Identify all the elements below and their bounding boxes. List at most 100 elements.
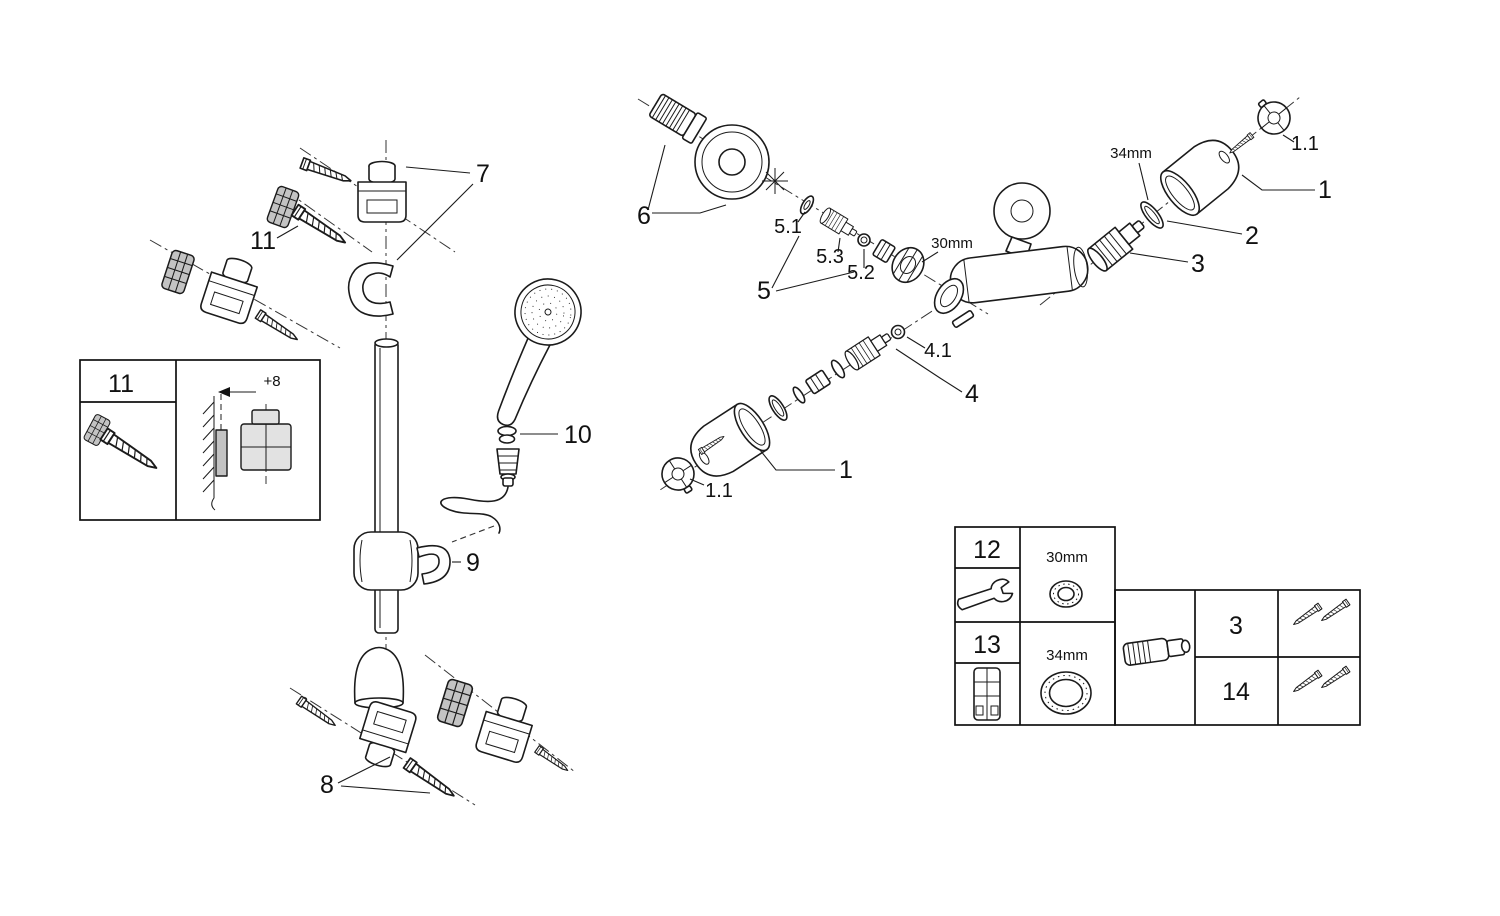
part-label-9: 9 (452, 549, 480, 577)
screw-icon (1319, 665, 1351, 691)
rail-slider (353, 531, 451, 591)
nut-30mm-icon (1049, 580, 1083, 608)
part-label-6: 6 (637, 144, 727, 230)
mounting-screw (254, 309, 301, 345)
o-ring-4-1 (890, 324, 906, 340)
hand-shower-handle (496, 337, 552, 427)
escutcheon-rosette (694, 124, 770, 200)
stop-ring-2 (1140, 201, 1164, 229)
part-labels: 7 11 10 9 8 6 5.1 5.3 (250, 133, 1332, 799)
wall-plug (435, 677, 475, 729)
check-valve-part (497, 425, 517, 444)
hose-nut-and-hose (440, 448, 520, 543)
mounting-screw-long (290, 203, 350, 249)
part-label-3: 3 (1129, 250, 1205, 278)
wrench-icon (956, 578, 1014, 611)
svg-text:4.1: 4.1 (924, 340, 952, 362)
screw-icon (1291, 602, 1323, 628)
svg-text:9: 9 (466, 549, 480, 577)
part-label-2: 2 (1166, 220, 1259, 250)
part-label-1-1-upper: 1.1 (1282, 133, 1319, 155)
rail-bracket-clamp (357, 160, 407, 223)
svg-text:8: 8 (320, 771, 334, 799)
svg-text:1.1: 1.1 (705, 480, 733, 502)
washer (792, 386, 806, 404)
part-label-5: 5 (757, 235, 855, 305)
wall-bracket-top (265, 157, 407, 249)
part-label-11: 11 (250, 225, 299, 255)
table-screws-b-number: 14 (1222, 678, 1250, 706)
svg-text:5.1: 5.1 (774, 216, 802, 238)
handle-grip-1-lower (680, 397, 778, 487)
check-valve-cartridge-5-3 (817, 206, 861, 242)
rail-holder-clip (347, 262, 394, 317)
handle-grip-1-upper (1153, 129, 1250, 223)
aquadimmer-cartridge-4 (842, 326, 896, 373)
wall-plug (160, 248, 196, 296)
part-label-4: 4 (895, 348, 979, 408)
svg-text:1: 1 (839, 456, 853, 484)
svg-text:5: 5 (757, 277, 771, 305)
valve-seat (805, 369, 831, 395)
table-row1-dimension: 30mm (1046, 549, 1088, 566)
part-label-1-lower: 1 (759, 449, 853, 484)
hand-shower (496, 278, 582, 427)
offset-dimension: +8 (218, 373, 281, 397)
table-screws-a-number: 3 (1229, 612, 1243, 640)
mounting-screw (295, 695, 339, 730)
adapter-icon (1122, 637, 1191, 666)
svg-text:1.1: 1.1 (1291, 133, 1319, 155)
svg-text:7: 7 (476, 160, 490, 188)
inset-bracket-part (215, 404, 292, 484)
thermostat-cartridge-3 (1083, 212, 1152, 275)
dimension-label-34mm: 34mm (1110, 145, 1152, 201)
svg-text:4: 4 (965, 380, 979, 408)
part-label-8: 8 (320, 756, 431, 799)
body-flange (933, 277, 965, 315)
ring-34mm-icon (1040, 671, 1092, 715)
part-label-7: 7 (396, 160, 490, 261)
part-label-10: 10 (520, 421, 592, 449)
part-label-5-3: 5.3 (816, 237, 844, 268)
service-parts-table: 12 30mm 13 34mm 3 14 (954, 526, 1361, 726)
svg-text:5.3: 5.3 (816, 246, 844, 268)
svg-text:6: 6 (637, 202, 651, 230)
seal-star (762, 168, 788, 194)
part-label-1-upper: 1 (1241, 174, 1332, 204)
flow-handle-set (655, 324, 906, 502)
service-tool-icon (973, 667, 1001, 721)
table-row1-number: 12 (973, 536, 1001, 564)
part-label-5-2: 5.2 (847, 249, 875, 284)
thermostat-body (933, 182, 1089, 328)
mounting-screw-short (299, 157, 354, 187)
part-label-1-1-lower: 1.1 (689, 478, 733, 502)
wall-bracket-mid (160, 248, 301, 345)
non-return-valve-set (799, 195, 925, 284)
svg-text:1: 1 (1318, 176, 1332, 204)
mounting-screw (534, 745, 571, 775)
washer-5-1 (799, 195, 815, 215)
filter-insert (872, 239, 896, 263)
svg-text:5.2: 5.2 (847, 262, 875, 284)
screw-icon (1291, 669, 1323, 695)
table-row2-number: 13 (973, 631, 1001, 659)
rail-bracket-clamp (198, 251, 265, 326)
wall-section (202, 394, 222, 511)
o-ring-5-2 (857, 233, 871, 247)
svg-text:3: 3 (1191, 250, 1205, 278)
dimension-label-30mm: 30mm (921, 235, 973, 263)
rail-bracket-clamp (473, 691, 539, 765)
wall-union-set (649, 93, 788, 200)
trim-ring (768, 395, 788, 421)
svg-text:30mm: 30mm (931, 235, 973, 252)
wall-plug (265, 184, 301, 230)
part-label-5-1: 5.1 (774, 211, 806, 238)
offset-dimension-label: +8 (263, 373, 280, 390)
svg-text:34mm: 34mm (1110, 145, 1152, 162)
inset-detail-box: +8 11 (79, 359, 321, 521)
svg-text:11: 11 (250, 227, 276, 255)
threaded-nipple (649, 93, 707, 144)
wall-bracket-bottom-right (435, 677, 571, 775)
